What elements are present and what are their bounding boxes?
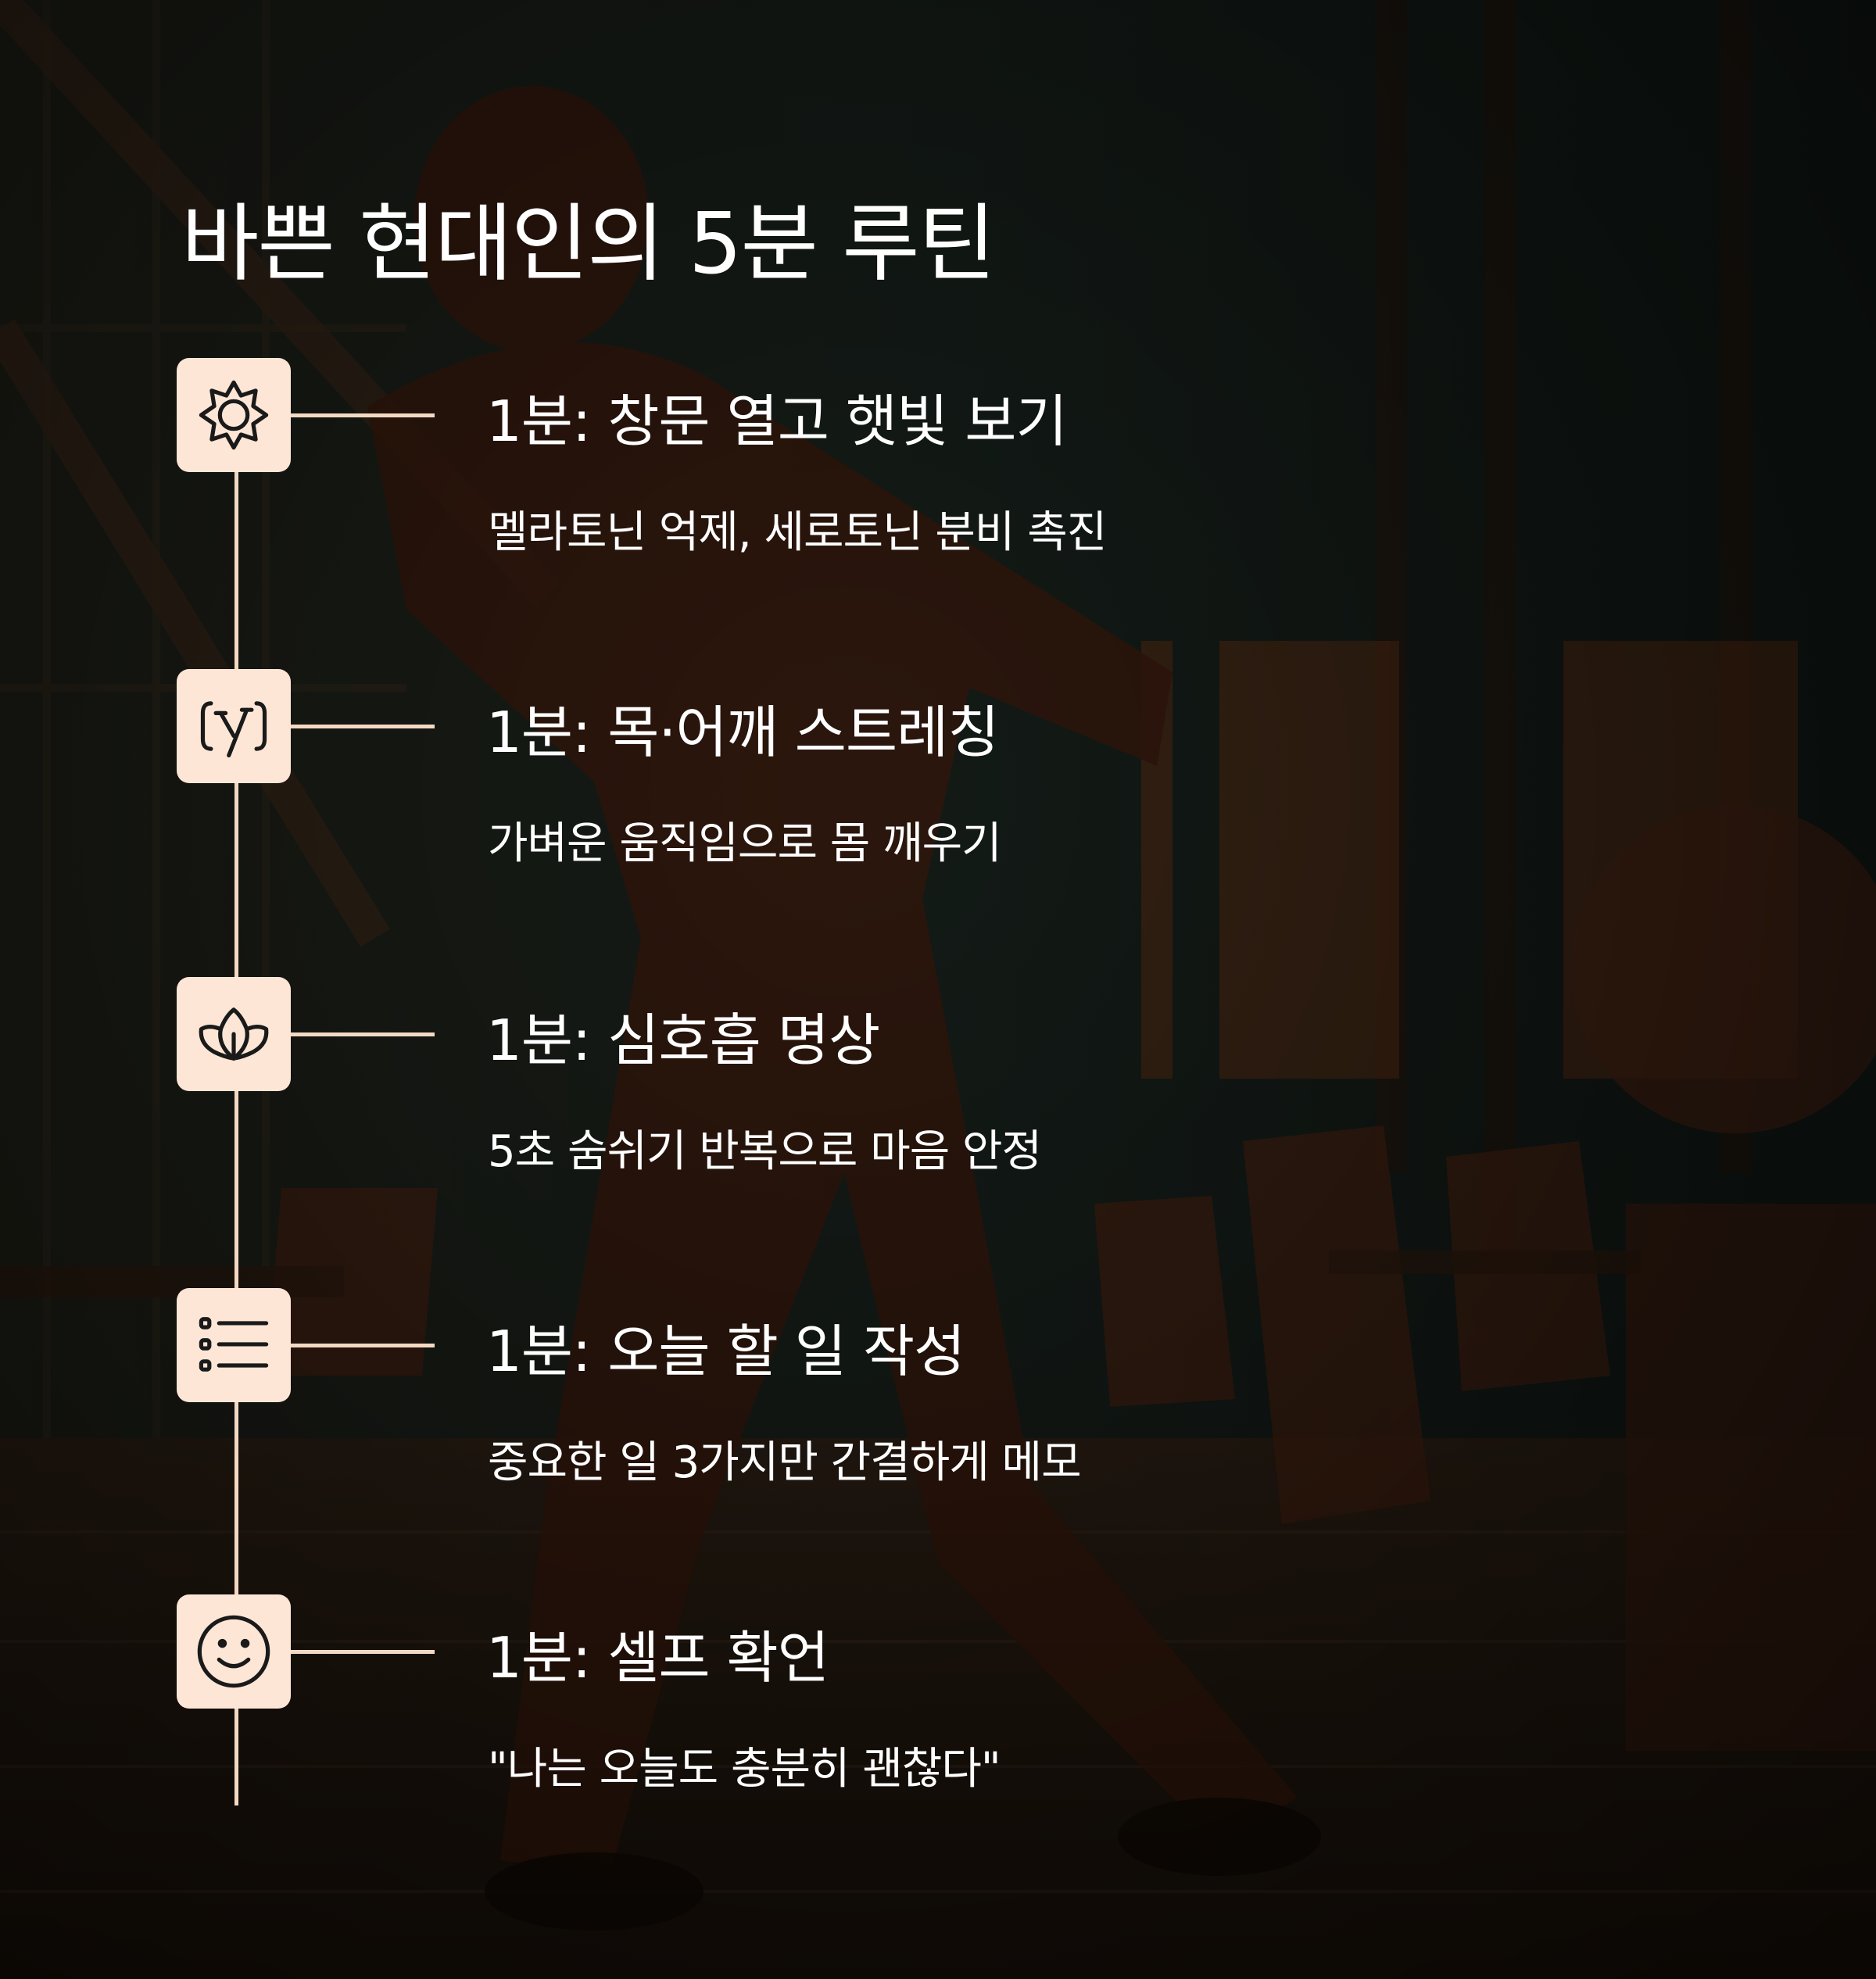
timeline-line: [234, 406, 238, 1805]
step-icon-box: [177, 358, 291, 472]
routine-step: 1분: 심호흡 명상 5초 숨쉬기 반복으로 마음 안정: [177, 977, 1662, 1180]
yoga-icon: [200, 701, 267, 758]
step-title: 1분: 오늘 할 일 작성: [486, 1319, 965, 1384]
step-icon-box: [177, 977, 291, 1091]
step-icon-box: [177, 669, 291, 783]
sun-icon: [199, 380, 269, 450]
lotus-icon: [199, 1007, 269, 1061]
step-title: 1분: 셀프 확언: [486, 1625, 829, 1691]
step-title: 1분: 목·어깨 스트레칭: [486, 700, 1000, 765]
step-icon-box: [177, 1288, 291, 1402]
step-title: 1분: 창문 열고 햇빛 보기: [486, 388, 1068, 454]
step-connector: [291, 1032, 435, 1036]
page-title: 바쁜 현대인의 5분 루틴: [181, 195, 996, 293]
step-icon-box: [177, 1594, 291, 1709]
step-description: 5초 숨쉬기 반복으로 마음 안정: [488, 1126, 1042, 1177]
step-description: 멜라토닌 억제, 세로토닌 분비 촉진: [488, 507, 1107, 558]
routine-step: 1분: 목·어깨 스트레칭 가벼운 움직임으로 몸 깨우기: [177, 669, 1662, 872]
routine-step: 1분: 오늘 할 일 작성 중요한 일 3가지만 간결하게 메모: [177, 1288, 1662, 1491]
routine-step: 1분: 셀프 확언 "나는 오늘도 충분히 괜찮다": [177, 1594, 1662, 1798]
step-connector: [291, 413, 435, 417]
step-description: 중요한 일 3가지만 간결하게 메모: [488, 1437, 1082, 1488]
step-description: 가벼운 움직임으로 몸 깨우기: [488, 818, 1002, 869]
routine-step: 1분: 창문 열고 햇빛 보기 멜라토닌 억제, 세로토닌 분비 촉진: [177, 358, 1662, 561]
checklist-icon: [199, 1317, 269, 1372]
step-description: "나는 오늘도 충분히 괜찮다": [488, 1744, 1001, 1795]
step-title: 1분: 심호흡 명상: [486, 1007, 880, 1073]
smiley-icon: [197, 1615, 270, 1688]
step-connector: [291, 1344, 435, 1347]
step-connector: [291, 1650, 435, 1654]
step-connector: [291, 725, 435, 728]
